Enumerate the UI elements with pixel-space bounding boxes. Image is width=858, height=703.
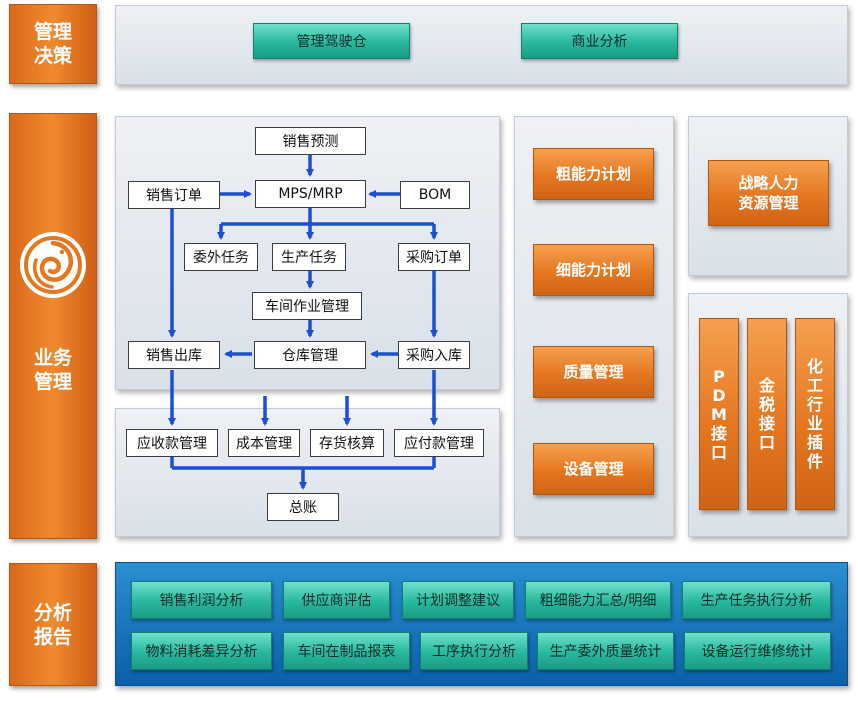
flow-sales-order[interactable]: 销售订单: [128, 181, 220, 209]
dragon-swirl-logo-icon: [20, 232, 86, 298]
flow-outsource-task[interactable]: 委外任务: [184, 243, 258, 271]
decision-item-business-analysis[interactable]: 商业分析: [521, 23, 678, 59]
flow-purchase-in[interactable]: 采购入库: [398, 341, 470, 369]
flow-workshop-mgmt[interactable]: 车间作业管理: [252, 292, 362, 320]
report-sales-profit[interactable]: 销售利润分析: [131, 581, 272, 619]
interface-golden-tax[interactable]: 金 税 接 口: [747, 318, 787, 510]
module-fine-capacity[interactable]: 细能力计划: [533, 244, 654, 296]
report-supplier-eval[interactable]: 供应商评估: [283, 581, 390, 619]
interface-chemical-plugin-label: 化 工 行 业 插 件: [806, 357, 823, 471]
decision-item-cockpit[interactable]: 管理驾驶仓: [253, 23, 410, 59]
flow-inventory-acct[interactable]: 存货核算: [310, 429, 384, 457]
report-outsource-quality[interactable]: 生产委外质量统计: [537, 632, 674, 670]
flow-production-task[interactable]: 生产任务: [272, 243, 346, 271]
interface-golden-tax-label: 金 税 接 口: [758, 376, 775, 452]
category-decision: 管理 决策: [9, 4, 97, 84]
module-quality[interactable]: 质量管理: [533, 346, 654, 398]
flow-cost-mgmt[interactable]: 成本管理: [228, 429, 300, 457]
category-business: 业务 管理: [9, 113, 97, 539]
decision-panel: [115, 5, 848, 85]
interface-pdm[interactable]: P D M 接 口: [699, 318, 739, 510]
module-equipment[interactable]: 设备管理: [533, 443, 654, 495]
flow-receivable[interactable]: 应收款管理: [126, 429, 218, 457]
flow-mps-mrp[interactable]: MPS/MRP: [255, 180, 366, 208]
module-hr-label: 战略人力 资源管理: [738, 174, 799, 212]
flow-payable[interactable]: 应付款管理: [394, 429, 484, 457]
flow-sales-forecast[interactable]: 销售预测: [255, 127, 366, 155]
category-analysis-label: 分析 报告: [33, 601, 72, 648]
report-plan-adjust[interactable]: 计划调整建议: [402, 581, 514, 619]
category-analysis: 分析 报告: [9, 563, 97, 686]
category-decision-label: 管理 决策: [33, 21, 72, 67]
flow-bom[interactable]: BOM: [400, 181, 470, 209]
interface-chemical-plugin[interactable]: 化 工 行 业 插 件: [795, 318, 835, 510]
flow-sales-out[interactable]: 销售出库: [128, 341, 220, 369]
interface-pdm-label: P D M 接 口: [710, 366, 727, 462]
module-hr[interactable]: 战略人力 资源管理: [708, 160, 829, 226]
flow-general-ledger[interactable]: 总账: [267, 493, 339, 521]
category-business-label: 业务 管理: [33, 347, 72, 393]
report-capacity-summary[interactable]: 粗细能力汇总/明细: [525, 581, 671, 619]
flow-warehouse-mgmt[interactable]: 仓库管理: [254, 341, 366, 369]
report-process-execution[interactable]: 工序执行分析: [420, 632, 528, 670]
report-equipment-maintenance[interactable]: 设备运行维修统计: [684, 632, 831, 670]
report-task-execution[interactable]: 生产任务执行分析: [682, 581, 831, 619]
module-rough-capacity[interactable]: 粗能力计划: [533, 148, 654, 200]
report-wip[interactable]: 车间在制品报表: [283, 632, 410, 670]
flow-purchase-order[interactable]: 采购订单: [398, 243, 470, 271]
report-material-variance[interactable]: 物料消耗差异分析: [131, 632, 272, 670]
